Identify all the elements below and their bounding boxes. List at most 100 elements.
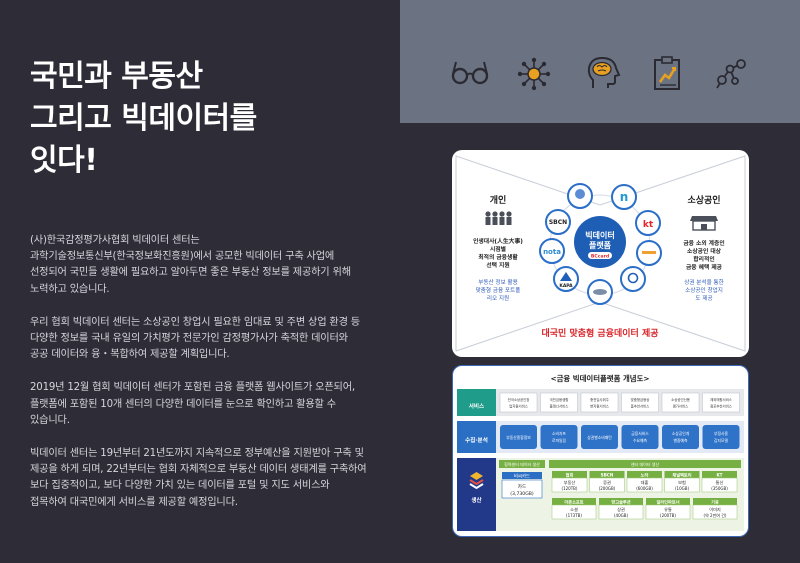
left-desc-line: 선택 지원 xyxy=(486,261,509,269)
left-desc-line: 인생대사(人生大事) xyxy=(473,237,523,245)
center-name: 기웅 xyxy=(711,498,719,505)
analysis-box xyxy=(621,425,659,449)
chart-clipboard-icon xyxy=(654,56,680,90)
service-box-text: 국민금융생활 xyxy=(550,397,569,402)
center-name: 노타 xyxy=(641,471,649,478)
center-name: SBCN xyxy=(601,472,614,477)
center-size: (600GB) xyxy=(636,486,653,491)
center-item: 대출 xyxy=(641,479,649,486)
partner-logo-text: KAPA xyxy=(559,283,573,289)
center-data-box xyxy=(598,504,644,520)
service-box-text: 소상공인신용 xyxy=(671,397,690,402)
left-title: 개인 xyxy=(490,194,507,206)
center-item: 부동산 xyxy=(564,479,576,486)
center-data-box xyxy=(589,477,625,493)
platform-center-circle xyxy=(574,216,626,268)
produce-left-value: (3,730GB) xyxy=(510,491,534,497)
center-name-box xyxy=(702,471,737,478)
center-data-box xyxy=(645,504,691,520)
text-line: 보다 집중적이고, 보다 다양한 가치 있는 데이터를 포털 및 지도 서비스와 xyxy=(30,480,330,492)
service-box-text: 평가서비스 xyxy=(673,404,689,409)
concept-title: <금융 빅데이터플랫폼 개념도> xyxy=(550,374,649,383)
paragraph-intro: (사)한국감정평가사협회 빅데이터 센터는 과학기술정보통신부(한국정보화진흥원… xyxy=(30,233,390,298)
right-blue-line: 도 제공 xyxy=(695,294,712,302)
text-line: 있습니다. xyxy=(30,414,70,426)
center-sub: BCcard xyxy=(591,254,609,260)
partner-logo xyxy=(539,238,565,264)
row-label-text: 서비스 xyxy=(469,402,484,410)
center-name: 더존소프트 xyxy=(564,498,583,505)
right-blue-line: 상권 분석을 통한 xyxy=(684,278,724,286)
service-box xyxy=(702,392,740,413)
center-data-box xyxy=(626,477,663,493)
service-boxes: 전국소상공인창업지원서비스국민금융생활플래너서비스충전입사위주변지원서비스맞춤형… xyxy=(499,392,740,413)
text-line: 접목하여 대국민에게 서비스를 제공할 예정입니다. xyxy=(30,496,238,508)
paragraph-platform: 2019년 12월 협회 빅데이터 센터가 포함된 금융 플랫폼 웹사이트가 오… xyxy=(30,380,390,429)
analysis-box xyxy=(540,425,578,449)
platform-footer: 대국민 맞춤형 금융데이터 제공 xyxy=(541,327,658,339)
text-line: 2019년 12월 협회 빅데이터 센터가 포함된 금융 플랫폼 웹사이트가 오… xyxy=(30,382,355,394)
partner-logo-text: SBCN xyxy=(549,219,567,226)
left-blue-line: 맞춤형 금융 포트폴 xyxy=(476,286,521,294)
paragraph-plan: 우리 협회 빅데이터 센터는 소상공인 창업시 필요한 임대료 및 주변 상업 … xyxy=(30,315,390,364)
right-desc-line: 합리적인 xyxy=(693,255,714,263)
service-box-text: 점포추천서비스 xyxy=(710,404,732,409)
service-box-text: 충전입사위주 xyxy=(590,397,609,402)
headline-line: 그리고 빅데이터를 xyxy=(30,101,257,136)
text-line: 플랫폼에 포함된 10개 센터의 다양한 데이터를 눈으로 확인하고 활용할 수 xyxy=(30,398,336,410)
analysis-box-text: 부동산종합정보 xyxy=(506,435,531,440)
partner-logos: n SBCN kt nota KAPA xyxy=(539,183,662,305)
partner-logo xyxy=(620,266,646,292)
text-line: 다양한 정보를 국내 유일의 가치평가 전문가인 감정평가사가 축적한 데이터와 xyxy=(30,333,348,345)
right-desc-line: 금융 소외 계층인 xyxy=(683,239,724,247)
partner-logo xyxy=(611,184,637,210)
center-name-box xyxy=(627,471,662,478)
headline-line: 국민과 부동산 xyxy=(30,59,203,94)
headline: 국민과 부동산 그리고 빅데이터를 잇다! xyxy=(30,56,390,182)
right-desc-line: 소상공인 대상 xyxy=(687,247,722,255)
center-item: 증권 xyxy=(603,479,611,485)
center-size: (350GB) xyxy=(711,486,728,491)
analysis-box-text: 로파일링 xyxy=(552,438,566,443)
center-data-box xyxy=(692,504,738,520)
center-name-box xyxy=(693,498,737,505)
platform-diagram: 개인 인생대사(人生大事) 시점별 최적의 금융생활 선택 지원 부동산 정보 … xyxy=(455,155,746,352)
left-blue-line: 부동산 정보 활용 xyxy=(478,278,518,286)
row-label-analysis xyxy=(457,421,496,453)
center-name: KT xyxy=(716,472,722,477)
analysis-box xyxy=(581,425,618,449)
center-item: 상권 xyxy=(617,506,625,512)
center-size: (40GB) xyxy=(614,513,628,518)
analysis-box-text: 감지모델 xyxy=(714,438,728,443)
right-desc-line: 금융 혜택 제공 xyxy=(686,263,723,271)
service-box-text: 업지원서비스 xyxy=(509,404,528,409)
center-item: 보험 xyxy=(678,480,686,485)
center-title-line: 빅데이터 xyxy=(585,230,614,240)
people-icon xyxy=(485,211,512,225)
left-desc-line: 시점별 xyxy=(490,245,506,253)
stack-icon xyxy=(469,472,484,490)
analysis-box-text: 수요예측 xyxy=(633,438,647,443)
text-line: 노력하고 있습니다. xyxy=(30,283,110,295)
center-name-box xyxy=(664,471,700,478)
analysis-box-text: 부정사용 xyxy=(714,431,728,436)
center-name-box xyxy=(646,498,690,505)
center-size: (약 2만여 건) xyxy=(704,512,727,518)
store-icon xyxy=(690,216,718,231)
service-box-text: 전국소상공인창 xyxy=(508,397,530,402)
analysis-box-text: 금융서비스 xyxy=(631,431,649,436)
row-label-service xyxy=(457,389,496,416)
network-icon xyxy=(517,57,551,91)
service-box xyxy=(540,392,578,413)
service-box-text: 체외매핑서비스 xyxy=(710,397,732,402)
center-name-box xyxy=(552,498,596,505)
center-name-box xyxy=(552,471,587,478)
platform-diagram-card: 개인 인생대사(人生大事) 시점별 최적의 금융생활 선택 지원 부동산 정보 … xyxy=(452,150,749,357)
brain-head-icon xyxy=(587,56,621,88)
headline-line: 잇다! xyxy=(30,143,98,178)
text-line: (사)한국감정평가사협회 빅데이터 센터는 xyxy=(30,235,200,246)
service-box xyxy=(621,392,659,413)
center-data-box xyxy=(551,504,597,520)
center-name-box xyxy=(599,498,643,505)
